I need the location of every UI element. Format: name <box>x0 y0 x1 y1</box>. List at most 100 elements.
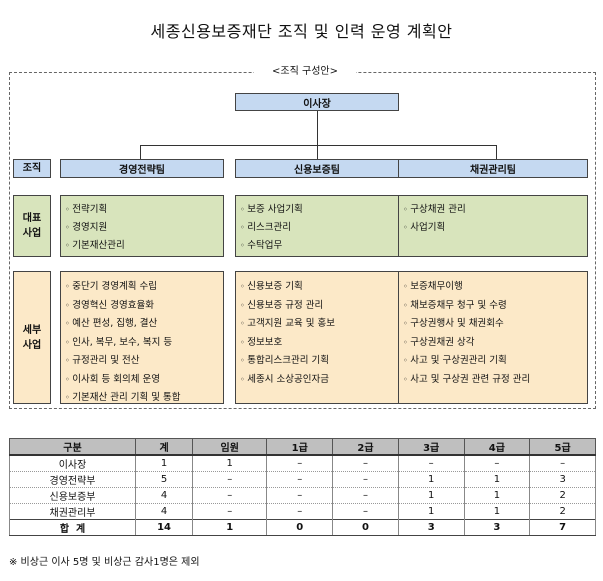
connector-left <box>140 145 141 159</box>
connector-horizontal <box>140 145 496 146</box>
table-cell: – <box>332 454 399 472</box>
table-cell: – <box>192 487 268 504</box>
detail-item: 보증채무이행 <box>403 278 583 297</box>
rep-item: 리스크관리 <box>240 219 394 237</box>
table-total-row: 합 계 14 1 0 0 3 3 7 <box>9 519 596 536</box>
connector-vertical-main <box>317 111 318 145</box>
table-cell: – <box>266 454 334 472</box>
detail-item: 세종시 소상공인자금 <box>240 371 394 390</box>
table-cell: 5 <box>134 471 194 488</box>
detail-item: 신용보증 규정 관리 <box>240 297 394 316</box>
table-cell: – <box>192 503 268 520</box>
staffing-table: 구분 계 임원 1급 2급 3급 4급 5급 이사장 1 1 – – – – –… <box>9 438 596 536</box>
table-cell: 경영전략부 <box>9 471 136 488</box>
detail-item: 중단기 경영계획 수립 <box>65 278 219 297</box>
row-label-org: 조직 <box>13 159 51 178</box>
table-cell: – <box>192 471 268 488</box>
rep-item: 경영지원 <box>65 219 219 237</box>
detail-item: 정보보호 <box>240 334 394 353</box>
detail-item: 규정관리 및 전산 <box>65 352 219 371</box>
connector-center <box>317 145 318 159</box>
detail-item: 이사회 등 회의체 운영 <box>65 371 219 390</box>
team-node-credit-guarantee: 신용보증팀 <box>235 159 399 178</box>
table-row: 경영전략부 5 – – – 1 1 3 <box>9 471 596 488</box>
table-cell: – <box>266 487 334 504</box>
detail-item: 예산 편성, 집행, 결산 <box>65 315 219 334</box>
table-cell: 0 <box>332 519 399 536</box>
rep-business-strategy: 전략기획 경영지원 기본재산관리 <box>60 195 224 257</box>
table-cell: – <box>332 487 399 504</box>
table-cell: 1 <box>463 471 531 488</box>
table-cell: 3 <box>397 519 465 536</box>
table-cell: 1 <box>192 454 268 472</box>
table-header-row: 구분 계 임원 1급 2급 3급 4급 5급 <box>9 438 596 456</box>
detail-item: 경영혁신 경영효율화 <box>65 297 219 316</box>
chairman-node: 이사장 <box>235 93 399 111</box>
table-row: 채권관리부 4 – – – 1 1 2 <box>9 503 596 520</box>
rep-item: 사업기획 <box>403 219 583 237</box>
header-grade-4: 4급 <box>463 438 531 456</box>
table-cell: 채권관리부 <box>9 503 136 520</box>
table-cell: 2 <box>529 503 596 520</box>
footnote: ※ 비상근 이사 5명 및 비상근 감사1명은 제외 <box>9 557 200 568</box>
table-cell: 3 <box>529 471 596 488</box>
table-cell: 7 <box>529 519 596 536</box>
header-grade-3: 3급 <box>397 438 465 456</box>
table-cell: – <box>266 471 334 488</box>
detail-item: 사고 및 구상권관리 기획 <box>403 352 583 371</box>
table-cell: – <box>397 454 465 472</box>
row-label-detail: 세부 사업 <box>13 271 51 404</box>
rep-item: 수탁업무 <box>240 237 394 255</box>
rep-item: 구상채권 관리 <box>403 201 583 219</box>
rep-item: 기본재산관리 <box>65 237 219 255</box>
header-grade-5: 5급 <box>529 438 596 456</box>
table-cell: – <box>463 454 531 472</box>
detail-item: 고객지원 교육 및 홍보 <box>240 315 394 334</box>
detail-business-credit-guarantee: 신용보증 기획 신용보증 규정 관리 고객지원 교육 및 홍보 정보보호 통합리… <box>235 271 399 404</box>
rep-item: 보증 사업기획 <box>240 201 394 219</box>
rep-business-claims: 구상채권 관리 사업기획 <box>398 195 588 257</box>
table-cell: 신용보증부 <box>9 487 136 504</box>
header-category: 구분 <box>9 438 136 456</box>
table-cell: 1 <box>192 519 268 536</box>
table-cell: 2 <box>529 487 596 504</box>
table-cell: – <box>332 503 399 520</box>
row-label-representative: 대표 사업 <box>13 195 51 257</box>
table-cell: 1 <box>397 503 465 520</box>
detail-item: 채보증채무 청구 및 수령 <box>403 297 583 316</box>
header-executive: 임원 <box>192 438 268 456</box>
table-cell: 14 <box>134 519 194 536</box>
table-cell: 3 <box>463 519 531 536</box>
header-total: 계 <box>134 438 194 456</box>
table-row: 신용보증부 4 – – – 1 1 2 <box>9 487 596 504</box>
detail-business-strategy: 중단기 경영계획 수립 경영혁신 경영효율화 예산 편성, 집행, 결산 인사,… <box>60 271 224 404</box>
header-grade-1: 1급 <box>266 438 334 456</box>
detail-item: 인사, 복무, 보수, 복지 등 <box>65 334 219 353</box>
table-cell: 합 계 <box>9 519 136 536</box>
rep-business-credit-guarantee: 보증 사업기획 리스크관리 수탁업무 <box>235 195 399 257</box>
detail-item: 기본재산 관리 기획 및 통합 <box>65 389 219 408</box>
table-cell: – <box>332 471 399 488</box>
table-cell: 4 <box>134 487 194 504</box>
detail-item: 통합리스크관리 기획 <box>240 352 394 371</box>
header-grade-2: 2급 <box>332 438 399 456</box>
table-cell: 0 <box>266 519 334 536</box>
team-node-claims: 채권관리팀 <box>398 159 588 178</box>
detail-item: 구상권행사 및 채권회수 <box>403 315 583 334</box>
team-node-strategy: 경영전략팀 <box>60 159 224 178</box>
table-cell: 1 <box>397 487 465 504</box>
page-title: 세종신용보증재단 조직 및 인력 운영 계획안 <box>150 22 453 41</box>
table-row: 이사장 1 1 – – – – – <box>9 454 596 472</box>
rep-item: 전략기획 <box>65 201 219 219</box>
table-cell: 이사장 <box>9 454 136 472</box>
table-cell: 1 <box>463 503 531 520</box>
detail-business-claims: 보증채무이행 채보증채무 청구 및 수령 구상권행사 및 채권회수 구상권채권 … <box>398 271 588 404</box>
table-cell: 1 <box>463 487 531 504</box>
detail-item: 신용보증 기획 <box>240 278 394 297</box>
table-cell: 1 <box>397 471 465 488</box>
table-cell: 4 <box>134 503 194 520</box>
connector-right <box>496 145 497 159</box>
table-cell: – <box>266 503 334 520</box>
table-cell: – <box>529 454 596 472</box>
table-cell: 1 <box>134 454 194 472</box>
